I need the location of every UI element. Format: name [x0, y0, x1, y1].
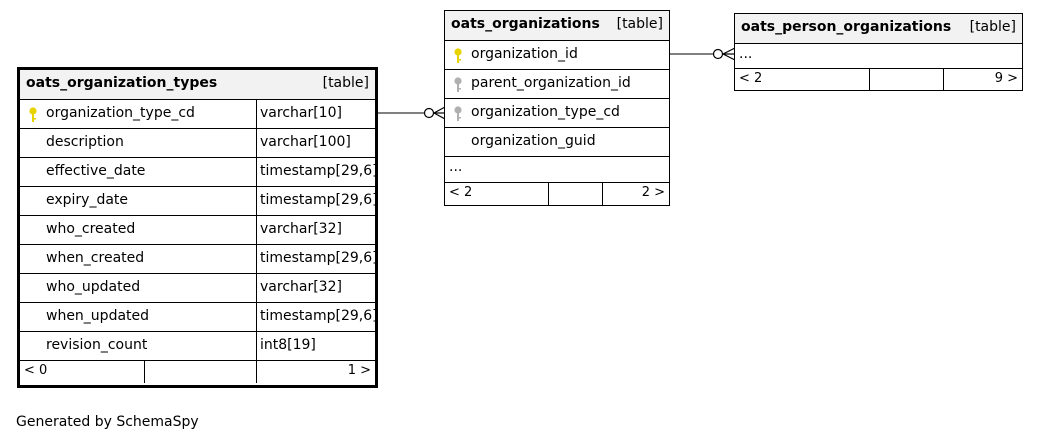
column-type: varchar[100]	[260, 134, 351, 150]
column-type: varchar[32]	[260, 221, 342, 237]
column-type: timestamp[29,6]	[260, 308, 378, 324]
column-type: timestamp[29,6]	[260, 163, 378, 179]
table-name: oats_organizations	[451, 16, 600, 32]
more-columns: ...	[445, 157, 669, 183]
column-row[interactable]: expiry_date timestamp[29,6]	[20, 187, 378, 216]
table-kind: [table]	[616, 16, 663, 32]
column-name: organization_guid	[471, 133, 596, 149]
parents-count: < 0	[24, 363, 48, 378]
column-name: who_created	[46, 221, 136, 237]
column-name: effective_date	[46, 163, 146, 179]
column-type: int8[19]	[260, 337, 316, 353]
table-footer: < 2 2 >	[445, 183, 669, 205]
column-name: when_updated	[46, 308, 150, 324]
column-row[interactable]: who_created varchar[32]	[20, 216, 375, 245]
table-name: oats_person_organizations	[741, 19, 952, 35]
foreign-key-icon	[454, 106, 462, 121]
column-row[interactable]: revision_count int8[19]	[20, 332, 375, 361]
generator-caption: Generated by SchemaSpy	[16, 414, 199, 430]
children-count: 9 >	[994, 71, 1018, 86]
primary-key-icon	[29, 107, 37, 122]
parents-count: < 2	[739, 71, 763, 86]
ellipsis-text: ...	[449, 159, 463, 175]
table-organizations[interactable]: oats_organizations [table] organization_…	[444, 10, 670, 206]
column-row[interactable]: organization_type_cd	[445, 99, 669, 128]
column-row[interactable]: parent_organization_id	[445, 70, 669, 99]
column-name: description	[46, 134, 124, 150]
column-name: when_created	[46, 250, 145, 266]
column-row[interactable]: description varchar[100]	[20, 129, 375, 158]
table-person-organizations[interactable]: oats_person_organizations [table] ... < …	[734, 13, 1023, 91]
column-name: organization_id	[471, 46, 578, 62]
foreign-key-icon	[454, 77, 462, 92]
parents-count: < 2	[449, 185, 473, 200]
column-type: timestamp[29,6]	[260, 192, 378, 208]
table-header: oats_person_organizations [table]	[735, 14, 1022, 44]
table-kind: [table]	[969, 19, 1016, 35]
column-row[interactable]: organization_id	[445, 41, 669, 70]
children-count: 2 >	[641, 185, 665, 200]
column-name: organization_type_cd	[46, 105, 195, 121]
column-row[interactable]: when_created timestamp[29,6]	[20, 245, 378, 274]
column-name: organization_type_cd	[471, 104, 620, 120]
table-footer: < 0 1 >	[20, 361, 375, 383]
table-name: oats_organization_types	[26, 75, 218, 91]
optional-many-marker	[712, 48, 724, 60]
table-organization-types[interactable]: oats_organization_types [table] organiza…	[17, 67, 378, 388]
column-row[interactable]: organization_guid	[445, 128, 669, 157]
table-footer: < 2 9 >	[735, 69, 1022, 91]
ellipsis-text: ...	[739, 46, 753, 62]
primary-key-icon	[454, 48, 462, 63]
column-name: who_updated	[46, 279, 141, 295]
more-columns: ...	[735, 44, 1022, 69]
column-row[interactable]: effective_date timestamp[29,6]	[20, 158, 378, 187]
optional-many-marker	[423, 107, 435, 119]
column-name: expiry_date	[46, 192, 129, 208]
column-type: varchar[10]	[260, 105, 342, 121]
table-header: oats_organizations [table]	[445, 11, 669, 41]
children-count: 1 >	[347, 363, 371, 378]
column-row[interactable]: when_updated timestamp[29,6]	[20, 303, 378, 332]
column-name: revision_count	[46, 337, 148, 353]
table-header: oats_organization_types [table]	[20, 70, 375, 100]
column-row[interactable]: organization_type_cd varchar[10]	[20, 100, 375, 129]
column-row[interactable]: who_updated varchar[32]	[20, 274, 375, 303]
column-name: parent_organization_id	[471, 75, 631, 91]
table-kind: [table]	[322, 75, 369, 91]
column-type: varchar[32]	[260, 279, 342, 295]
column-type: timestamp[29,6]	[260, 250, 378, 266]
